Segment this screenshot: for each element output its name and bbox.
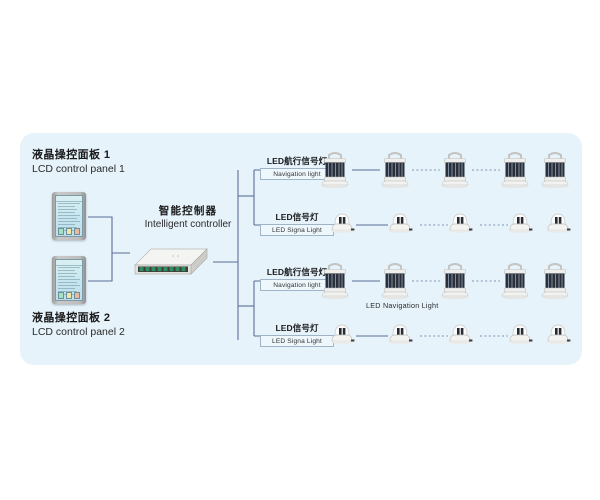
lcd-panel-2-label-cn: 液晶操控面板 2 [32, 312, 111, 324]
lcd-screen-header [56, 196, 82, 202]
row-3-label: LED航行信号灯 Navigation light [260, 266, 334, 291]
navigation-light-icon[interactable] [538, 150, 572, 190]
lcd-panel-1-label-en: LCD control panel 1 [32, 163, 125, 175]
lcd-panel-1-label-cn: 液晶操控面板 1 [32, 149, 111, 161]
lcd-panel-2-label: 液晶操控面板 2 LCD control panel 2 [32, 309, 125, 338]
row-1-label: LED航行信号灯 Navigation light [260, 155, 334, 180]
lcd-panel-1-screen [55, 195, 83, 237]
lcd-panel-2-label-en: LCD control panel 2 [32, 326, 125, 338]
controller-label: 智能控制器 Intelligent controller [133, 203, 243, 230]
row-2-label-en: LED Signa Light [260, 224, 334, 236]
signal-light-icon[interactable] [446, 321, 474, 347]
row-4-label-cn: LED信号灯 [275, 323, 319, 333]
signal-light-icon[interactable] [544, 321, 572, 347]
row-4-label: LED信号灯 LED Signa Light [260, 322, 334, 347]
signal-light-icon[interactable] [328, 321, 356, 347]
lcd-screen-buttons [58, 291, 80, 299]
row-2-label-cn: LED信号灯 [275, 212, 319, 222]
lcd-panel-2-icon[interactable] [52, 256, 86, 304]
navigation-light-icon[interactable] [378, 261, 412, 301]
navigation-light-icon[interactable] [438, 150, 472, 190]
row-3-label-en: Navigation light [260, 279, 334, 291]
lcd-panel-1-icon[interactable] [52, 192, 86, 240]
lcd-panel-1-label: 液晶操控面板 1 LCD control panel 1 [32, 146, 125, 175]
row-3-label-cn: LED航行信号灯 [266, 267, 328, 277]
row-3-caption: LED Navigation Light [366, 301, 439, 310]
lcd-screen-buttons [58, 227, 80, 235]
signal-light-icon[interactable] [506, 210, 534, 236]
lcd-screen-rows [58, 267, 80, 295]
navigation-light-icon[interactable] [378, 150, 412, 190]
signal-light-icon[interactable] [386, 321, 414, 347]
lcd-panel-2-screen [55, 259, 83, 301]
signal-light-icon[interactable] [506, 321, 534, 347]
row-4-label-en: LED Signa Light [260, 335, 334, 347]
navigation-light-icon[interactable] [318, 150, 352, 190]
lcd-screen-rows [58, 203, 80, 231]
signal-light-icon[interactable] [386, 210, 414, 236]
controller-label-cn: 智能控制器 [158, 205, 218, 217]
lcd-screen-header [56, 260, 82, 266]
signal-light-icon[interactable] [328, 210, 356, 236]
row-1-label-cn: LED航行信号灯 [266, 156, 328, 166]
navigation-light-icon[interactable] [498, 261, 532, 301]
signal-light-icon[interactable] [446, 210, 474, 236]
navigation-light-icon[interactable] [498, 150, 532, 190]
signal-light-icon[interactable] [544, 210, 572, 236]
intelligent-controller-icon[interactable] [129, 247, 213, 281]
row-1-label-en: Navigation light [260, 168, 334, 180]
navigation-light-icon[interactable] [438, 261, 472, 301]
row-2-label: LED信号灯 LED Signa Light [260, 211, 334, 236]
controller-label-en: Intelligent controller [144, 219, 232, 230]
navigation-light-icon[interactable] [318, 261, 352, 301]
navigation-light-icon[interactable] [538, 261, 572, 301]
